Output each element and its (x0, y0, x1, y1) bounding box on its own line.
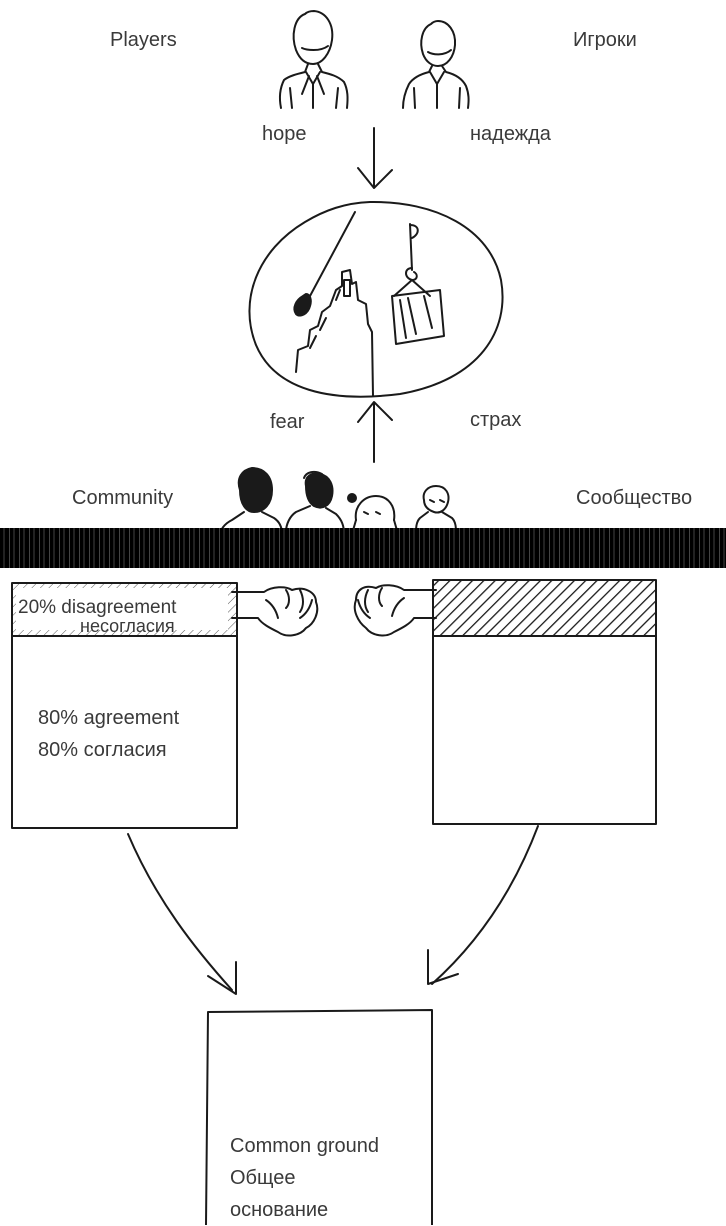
community-figure-4 (415, 485, 457, 535)
disagreement-label-ru: несогласия (80, 616, 175, 636)
community-figure-2 (285, 470, 345, 535)
common-ground-box (205, 1009, 433, 1225)
hook-line-right (409, 223, 413, 271)
hope-label-en: hope (262, 123, 307, 145)
common-ground-label-ru-1: Общее (230, 1167, 296, 1189)
left-agreement-box (11, 582, 238, 829)
crane-hook-icon (393, 267, 431, 297)
players-label-ru: Игроки (573, 29, 637, 51)
hook-icon (409, 224, 419, 239)
right-fist-icon (353, 584, 437, 637)
common-ground-label-ru-2: основание (230, 1199, 329, 1221)
community-label-en: Community (72, 487, 174, 509)
agreement-label-en: 80% agreement (38, 707, 180, 729)
players-label-en: Players (110, 29, 177, 51)
left-fist-icon (231, 586, 319, 637)
right-converge-arrow (427, 825, 539, 985)
hanging-box-icon (391, 289, 445, 345)
left-converge-arrow (127, 833, 237, 995)
hope-label-ru: надежда (470, 123, 551, 145)
disagreement-label-en: 20% disagreement (18, 597, 177, 618)
fear-label-en: fear (270, 411, 305, 433)
fear-arrow-up (357, 401, 393, 463)
fear-label-ru: страх (470, 409, 522, 431)
agreement-label-ru: 80% согласия (38, 739, 167, 761)
hook-line-left (309, 211, 356, 297)
hope-arrow-down (357, 127, 393, 189)
player-figure-1 (279, 10, 349, 109)
community-label-ru: Сообщество (576, 487, 693, 509)
player-figure-2 (402, 20, 470, 109)
garbled-overlay-band (0, 528, 726, 568)
castle-tower-icon (295, 269, 374, 397)
community-figure-1 (219, 467, 283, 537)
weight-icon (293, 293, 312, 317)
arena-oval (248, 200, 504, 398)
common-ground-label-en: Common ground (230, 1135, 379, 1157)
right-box (432, 579, 657, 825)
